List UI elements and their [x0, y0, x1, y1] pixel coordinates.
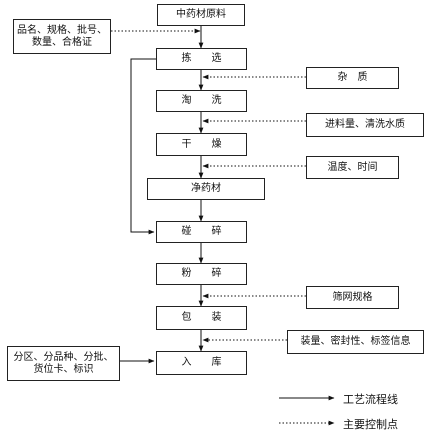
step-store: 入 库 — [156, 351, 247, 375]
control-store-info: 分区、分品种、分批、 货位卡、标识 — [7, 346, 120, 381]
control-feed-water: 进料量、清洗水质 — [306, 113, 424, 137]
legend-control-point: 主要控制点 — [343, 418, 398, 431]
control-point-lines — [111, 28, 335, 426]
step-clean-herbs: 净药材 — [147, 178, 265, 200]
legend-process-line: 工艺流程线 — [343, 393, 398, 406]
control-temp-time: 温度、时间 — [306, 156, 399, 179]
process-flow-lines — [120, 26, 335, 401]
control-sieve: 筛网规格 — [306, 286, 399, 309]
control-pack-info: 装量、密封性、标签信息 — [287, 330, 424, 354]
step-raw-material: 中药材原料 — [157, 4, 245, 26]
step-dry: 干 燥 — [156, 133, 247, 156]
control-spec-check-line2: 数量、合格证 — [32, 36, 92, 48]
step-grind: 粉 碎 — [156, 263, 247, 285]
control-spec-check-line1: 品名、规格、批号、 — [17, 24, 107, 36]
step-pack: 包 装 — [156, 306, 247, 330]
step-select: 拣 选 — [156, 48, 247, 70]
control-impurity: 杂 质 — [306, 67, 399, 89]
step-crush: 碰 碎 — [156, 221, 247, 243]
control-store-info-line2: 货位卡、标识 — [33, 363, 94, 375]
step-wash: 淘 洗 — [156, 90, 247, 112]
control-spec-check: 品名、规格、批号、 数量、合格证 — [13, 19, 111, 54]
control-store-info-line1: 分区、分品种、分批、 — [13, 351, 114, 363]
